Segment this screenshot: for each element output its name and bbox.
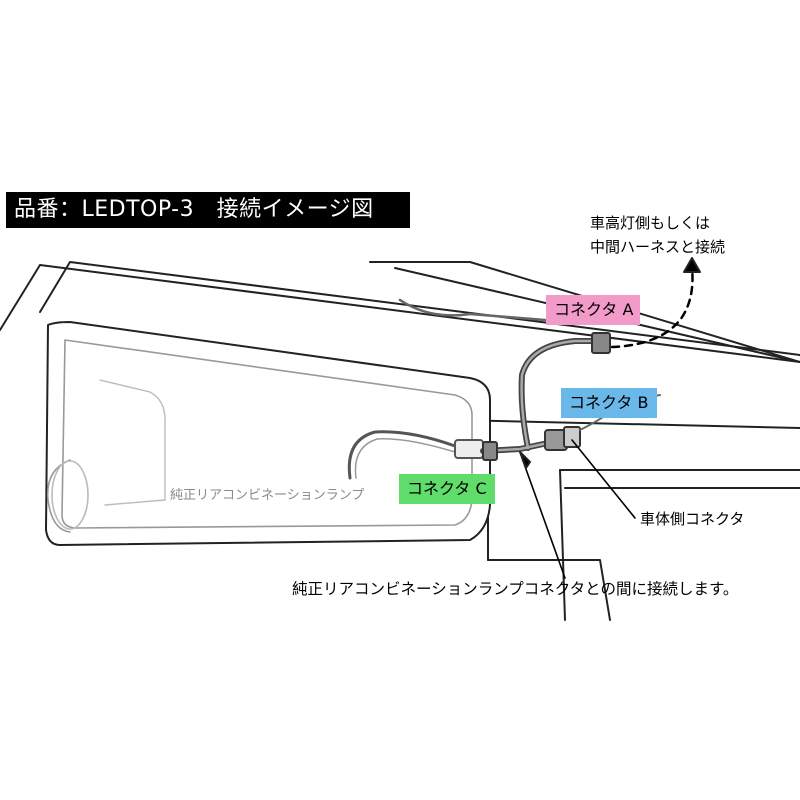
leader-arrowhead <box>519 451 531 469</box>
headlamp-note-line-2: 中間ハーネスと接続 <box>590 238 726 256</box>
dashed-arrow-line <box>610 266 694 349</box>
connector-c-mate <box>482 441 498 461</box>
body-cable <box>398 298 547 322</box>
connector-a-plug <box>591 332 611 354</box>
lamp-lens-round <box>46 459 71 533</box>
connection-note: 純正リアコンビネーションランプコネクタとの間に接続します。 <box>292 580 739 598</box>
connector-c-label: コネクタ C <box>407 479 487 498</box>
headlamp-note: 車高灯側もしくは 中間ハーネスと接続 <box>590 211 725 259</box>
connector-a-label-bg <box>546 295 640 325</box>
harness-cable-a-inner <box>520 339 597 450</box>
connector-a-label: コネクタ A <box>554 300 634 319</box>
headlamp-note-line-1: 車高灯側もしくは <box>590 214 711 232</box>
lamp-name-label: 純正リアコンビネーションランプ <box>170 488 365 503</box>
dashed-arrow-head <box>683 257 701 273</box>
diagram-title: 品番：LEDTOP-3 接続イメージ図 <box>6 192 410 228</box>
body-panel-upper <box>0 264 800 363</box>
lamp-cable-outline <box>354 438 456 479</box>
body-panel-lower <box>454 419 800 429</box>
connector-c-label-bg <box>399 474 495 504</box>
leader-body-connector <box>571 439 636 519</box>
body-frame-bottom <box>487 559 611 621</box>
lamp-cable <box>347 430 457 480</box>
connector-b-label-bg <box>561 388 657 418</box>
body-side-connector <box>563 426 581 448</box>
lamp-housing <box>45 321 491 546</box>
body-panel-right <box>369 261 800 363</box>
connector-b-label: コネクタ B <box>569 393 649 412</box>
lamp-lens-inner <box>99 379 166 506</box>
body-connector-note: 車体側コネクタ <box>640 510 745 528</box>
lamp-inner-bezel <box>61 339 473 529</box>
lamp-bulb <box>51 460 89 530</box>
leader-connection-note <box>521 457 566 579</box>
connector-c-plug <box>454 439 484 459</box>
body-frame-vertical <box>559 469 566 621</box>
